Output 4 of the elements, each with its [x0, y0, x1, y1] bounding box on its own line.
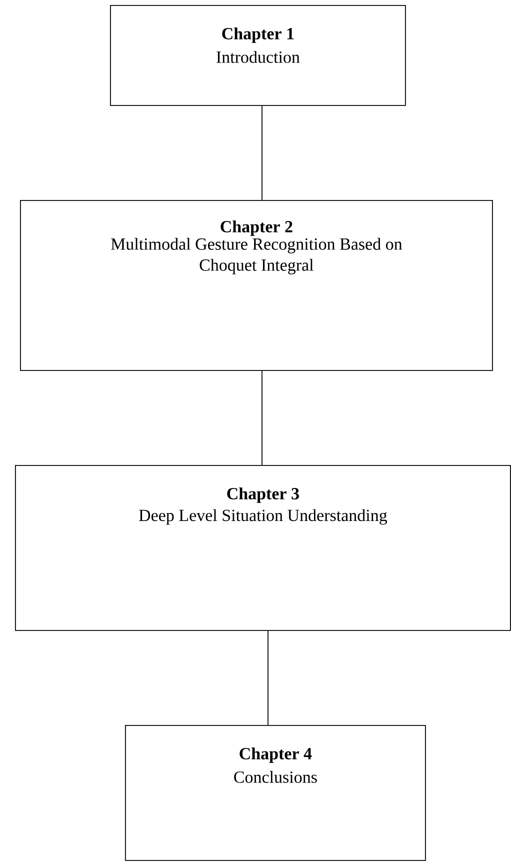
chapter-box: Chapter 1 Introduction	[110, 5, 406, 106]
chapter-box: Chapter 2 Multimodal Gesture Recognition Based on Choquet Integral	[20, 200, 493, 371]
chapter-box: Chapter 4 Conclusions	[125, 725, 426, 861]
chapter-box: Chapter 3 Deep Level Situation Understanding	[15, 465, 511, 631]
